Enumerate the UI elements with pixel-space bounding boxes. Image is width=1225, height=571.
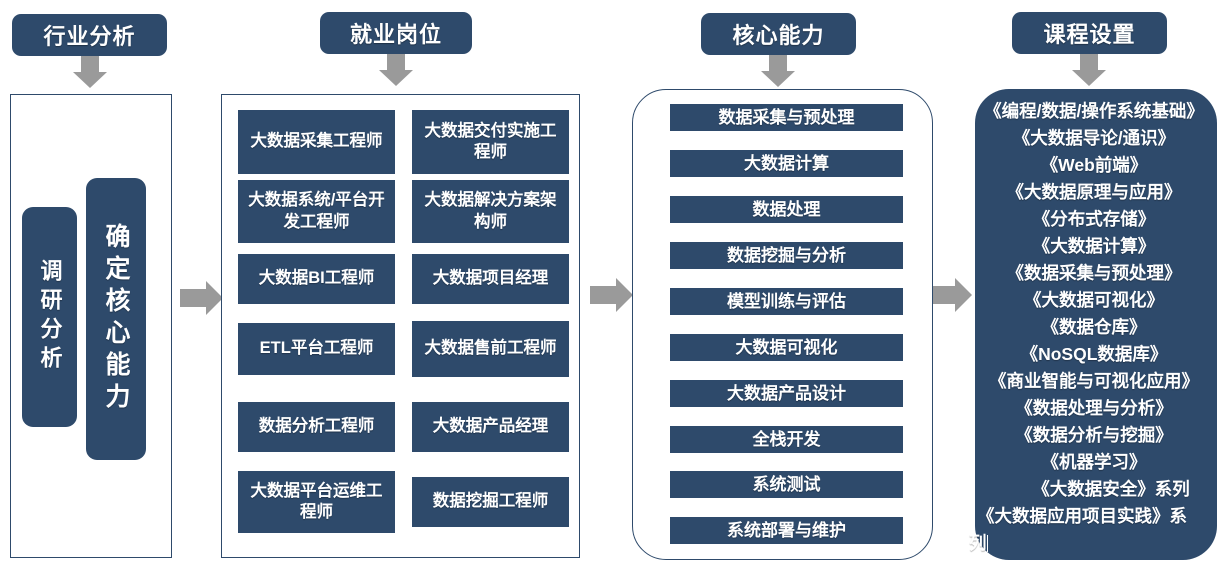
header-pill-core-abilities[interactable]: 核心能力 — [701, 13, 856, 55]
ability-label: 系统部署与维护 — [727, 520, 846, 540]
course-item[interactable]: 《Web前端》 — [1040, 155, 1148, 175]
job-chip[interactable]: 大数据平台运维工程师 — [238, 471, 395, 533]
arrow-shaft — [81, 56, 99, 72]
course-item[interactable]: 《分布式存储》 — [1032, 209, 1156, 229]
course-item[interactable]: 《数据采集与预处理》 — [1006, 263, 1182, 283]
header-pill-industry-analysis[interactable]: 行业分析 — [12, 14, 167, 56]
arrow-down-icon-abilities — [761, 55, 795, 87]
vertical-chip-core-ability[interactable]: 确定核心能力 — [86, 178, 146, 460]
ability-chip[interactable]: 数据采集与预处理 — [670, 104, 903, 131]
arrow-head — [73, 72, 107, 88]
job-chip[interactable]: 大数据售前工程师 — [412, 321, 569, 377]
header-label: 就业岗位 — [349, 22, 442, 47]
panel-curriculum — [975, 89, 1217, 560]
arrow-head — [761, 71, 795, 87]
job-chip[interactable]: 大数据产品经理 — [412, 402, 569, 452]
job-chip[interactable]: 大数据交付实施工程师 — [412, 110, 569, 174]
job-chip[interactable]: ETL平台工程师 — [238, 323, 395, 375]
header-label: 行业分析 — [43, 24, 136, 49]
job-label: 大数据解决方案架构师 — [424, 191, 557, 231]
ability-label: 大数据产品设计 — [727, 383, 846, 403]
job-label: 数据挖掘工程师 — [432, 492, 549, 511]
text-caret — [986, 535, 988, 552]
arrow-head — [955, 278, 972, 312]
vertical-chip-research-analysis[interactable]: 调研分析 — [22, 207, 77, 427]
course-item[interactable]: 《商业智能与可视化应用》 — [989, 371, 1199, 391]
arrow-shaft — [180, 289, 206, 307]
course-item[interactable]: 《大数据应用项目实践》系 — [977, 506, 1187, 526]
vertical-chip-label: 确定核心能力 — [102, 223, 130, 415]
curriculum-list: 《编程/数据/操作系统基础》 《大数据导论/通识》 《Web前端》 《大数据原理… — [963, 98, 1225, 557]
header-label: 课程设置 — [1043, 22, 1136, 47]
course-item[interactable]: 《机器学习》 — [1041, 452, 1147, 472]
job-label: 大数据项目经理 — [432, 269, 549, 288]
ability-label: 大数据可视化 — [735, 337, 838, 357]
header-label: 核心能力 — [732, 23, 825, 48]
course-item[interactable]: 《大数据可视化》 — [1024, 290, 1164, 310]
course-item[interactable]: 《NoSQL数据库》 — [1020, 344, 1168, 364]
arrow-down-icon-jobs — [379, 54, 413, 86]
arrow-right-icon-3 — [929, 278, 972, 312]
job-label: 数据分析工程师 — [258, 417, 375, 436]
ability-label: 全栈开发 — [752, 429, 821, 449]
ability-label: 大数据计算 — [744, 153, 829, 173]
arrow-head — [616, 278, 633, 312]
ability-label: 数据处理 — [752, 199, 821, 219]
ability-label: 系统测试 — [752, 474, 821, 494]
header-pill-jobs[interactable]: 就业岗位 — [320, 12, 472, 54]
arrow-shaft — [769, 55, 787, 71]
ability-chip[interactable]: 全栈开发 — [670, 426, 903, 453]
vertical-chip-label: 调研分析 — [37, 259, 63, 375]
ability-chip[interactable]: 大数据可视化 — [670, 334, 903, 361]
job-chip[interactable]: 大数据项目经理 — [412, 254, 569, 304]
job-label: 大数据采集工程师 — [250, 132, 383, 151]
job-label: 大数据交付实施工程师 — [424, 121, 557, 161]
arrow-shaft — [387, 54, 405, 70]
ability-chip[interactable]: 模型训练与评估 — [670, 288, 903, 315]
job-chip[interactable]: 数据分析工程师 — [238, 402, 395, 452]
arrow-right-icon-2 — [590, 278, 633, 312]
arrow-right-icon-1 — [180, 281, 223, 315]
course-item[interactable]: 《大数据计算》 — [1032, 236, 1156, 256]
job-label: 大数据售前工程师 — [424, 339, 557, 358]
ability-chip[interactable]: 大数据产品设计 — [670, 380, 903, 407]
ability-label: 模型训练与评估 — [727, 291, 846, 311]
job-label: 大数据BI工程师 — [258, 269, 375, 288]
course-item-overflow-label: 列 — [969, 533, 987, 553]
arrow-shaft — [590, 286, 616, 304]
arrow-head — [206, 281, 223, 315]
ability-label: 数据挖掘与分析 — [727, 245, 846, 265]
ability-label: 数据采集与预处理 — [718, 107, 855, 127]
arrow-head — [379, 70, 413, 86]
job-label: 大数据产品经理 — [432, 417, 549, 436]
ability-chip[interactable]: 数据处理 — [670, 196, 903, 223]
course-item[interactable]: 《编程/数据/操作系统基础》 — [984, 101, 1204, 121]
job-chip[interactable]: 数据挖掘工程师 — [412, 477, 569, 527]
ability-chip[interactable]: 系统测试 — [670, 471, 903, 498]
header-pill-curriculum[interactable]: 课程设置 — [1012, 12, 1167, 54]
course-item[interactable]: 《数据仓库》 — [1041, 317, 1147, 337]
job-chip[interactable]: 大数据解决方案架构师 — [412, 180, 569, 243]
course-item-overflow[interactable]: 列 — [963, 530, 1225, 557]
course-item[interactable]: 《大数据原理与应用》 — [1006, 182, 1182, 202]
arrow-shaft — [929, 286, 955, 304]
arrow-head — [1072, 70, 1106, 86]
ability-chip[interactable]: 数据挖掘与分析 — [670, 242, 903, 269]
job-chip[interactable]: 大数据采集工程师 — [238, 110, 395, 174]
course-item[interactable]: 《大数据导论/通识》 — [1012, 128, 1176, 148]
course-item[interactable]: 《数据分析与挖掘》 — [1015, 425, 1173, 445]
job-label: 大数据平台运维工程师 — [250, 481, 383, 521]
course-item[interactable]: 《数据处理与分析》 — [1015, 398, 1173, 418]
job-chip[interactable]: 大数据BI工程师 — [238, 254, 395, 304]
job-label: 大数据系统/平台开发工程师 — [248, 191, 385, 231]
job-label: ETL平台工程师 — [259, 339, 374, 358]
job-chip[interactable]: 大数据系统/平台开发工程师 — [238, 180, 395, 243]
ability-chip[interactable]: 大数据计算 — [670, 150, 903, 177]
arrow-down-icon-industry — [73, 56, 107, 88]
course-item[interactable]: 《大数据安全》系列 — [1032, 479, 1190, 499]
arrow-down-icon-curriculum — [1072, 54, 1106, 86]
arrow-shaft — [1080, 54, 1098, 70]
ability-chip[interactable]: 系统部署与维护 — [670, 517, 903, 544]
